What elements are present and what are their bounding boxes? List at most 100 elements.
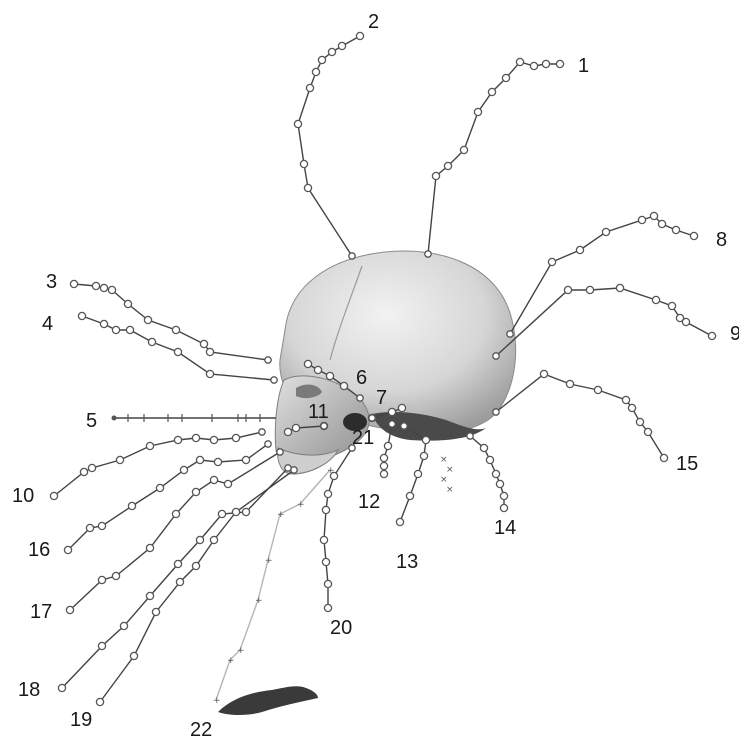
trajectory-line: [68, 444, 268, 550]
trajectory-node: [108, 286, 115, 293]
trajectory-node: [586, 286, 593, 293]
trajectory-node: [384, 442, 391, 449]
trajectory-node: [172, 326, 179, 333]
trajectory-node: [200, 340, 207, 347]
trajectory-2: [294, 32, 363, 259]
trajectory-node: [112, 416, 117, 421]
trajectory-node: [176, 578, 183, 585]
trajectory-node: [294, 120, 301, 127]
trajectory-node: +: [255, 596, 263, 606]
trajectory-19: [96, 467, 297, 706]
trajectory-line: [510, 216, 694, 334]
trajectory-anchor: [259, 429, 265, 435]
trajectory-node: [214, 458, 221, 465]
trajectory-node: [540, 370, 547, 377]
trajectory-label-8: 8: [716, 229, 727, 251]
mandible-fragment: [218, 686, 318, 715]
trajectory-node: +: [265, 556, 273, 566]
trajectory-node: [682, 318, 689, 325]
trajectory-node: [100, 320, 107, 327]
trajectory-9: [493, 284, 716, 359]
trajectory-node: +: [237, 646, 245, 656]
trajectory-node: [206, 370, 213, 377]
trajectory-node: [380, 462, 387, 469]
trajectory-node: [128, 502, 135, 509]
trajectory-node: [340, 382, 347, 389]
trajectory-node: [396, 518, 403, 525]
trajectory-node: +: [227, 656, 235, 666]
trajectory-node: [388, 408, 395, 415]
trajectory-node: [232, 508, 239, 515]
trajectory-node: [500, 492, 507, 499]
trajectory-node: [292, 424, 299, 431]
trajectory-node: [496, 480, 503, 487]
trajectory-anchor: [321, 423, 327, 429]
trajectory-node: [338, 42, 345, 49]
trajectory-node: [668, 302, 675, 309]
trajectory-node: [120, 622, 127, 629]
trajectory-node: [502, 74, 509, 81]
trajectory-node: [690, 232, 697, 239]
trajectory-node: [242, 508, 249, 515]
trajectory-node: [322, 558, 329, 565]
trajectory-node: [58, 684, 65, 691]
trajectory-node: [196, 456, 203, 463]
trajectory-line: [496, 374, 664, 458]
trajectory-node: [356, 32, 363, 39]
trajectory-node: [474, 108, 481, 115]
trajectory-label-9: 9: [730, 323, 739, 345]
trajectory-node: [380, 470, 387, 477]
trajectory-node: [50, 492, 57, 499]
trajectory-node: [324, 580, 331, 587]
trajectory-anchor: [493, 353, 499, 359]
trajectory-label-4: 4: [42, 313, 53, 335]
trajectory-anchor: [265, 441, 271, 447]
sample-mark: ×: [446, 485, 454, 495]
trajectory-node: [644, 428, 651, 435]
trajectory-node: [210, 436, 217, 443]
trajectory-label-10: 10: [12, 485, 34, 507]
trajectory-node: [564, 286, 571, 293]
trajectory-1: [425, 58, 564, 257]
trajectory-18: [58, 465, 291, 692]
trajectory-node: [144, 316, 151, 323]
trajectory-node: [98, 642, 105, 649]
sample-mark: ×: [440, 455, 448, 465]
trajectory-node: [66, 606, 73, 613]
trajectory-label-12: 12: [358, 491, 380, 513]
trajectory-14: [467, 433, 508, 512]
trajectory-label-2: 2: [368, 11, 379, 33]
trajectory-node: [126, 326, 133, 333]
trajectory-anchor: [369, 415, 375, 421]
trajectory-label-16: 16: [28, 539, 50, 561]
trajectory-4: [78, 312, 277, 383]
trajectory-node: [380, 454, 387, 461]
trajectory-node: [636, 418, 643, 425]
trajectory-anchor: [349, 253, 355, 259]
trajectory-node: [180, 466, 187, 473]
trajectory-node: [156, 484, 163, 491]
trajectory-label-6: 6: [356, 367, 367, 389]
trajectory-node: [628, 404, 635, 411]
trajectory-node: [300, 160, 307, 167]
trajectory-node: [86, 524, 93, 531]
trajectory-node: [92, 282, 99, 289]
trajectory-node: [116, 456, 123, 463]
trajectory-node: [422, 436, 429, 443]
trajectory-node: [314, 366, 321, 373]
trajectory-label-18: 18: [18, 679, 40, 701]
trajectory-node: [638, 216, 645, 223]
trajectory-node: [130, 652, 137, 659]
trajectory-anchor: [425, 251, 431, 257]
trajectory-line: [298, 36, 360, 256]
trajectory-node: [80, 468, 87, 475]
trajectory-node: [444, 162, 451, 169]
trajectory-label-22: 22: [190, 719, 212, 738]
trajectory-node: [658, 220, 665, 227]
trajectory-label-11: 11: [308, 401, 329, 423]
trajectory-node: [398, 404, 405, 411]
trajectory-node: [602, 228, 609, 235]
trajectory-node: [174, 560, 181, 567]
trajectory-anchor: [271, 377, 277, 383]
